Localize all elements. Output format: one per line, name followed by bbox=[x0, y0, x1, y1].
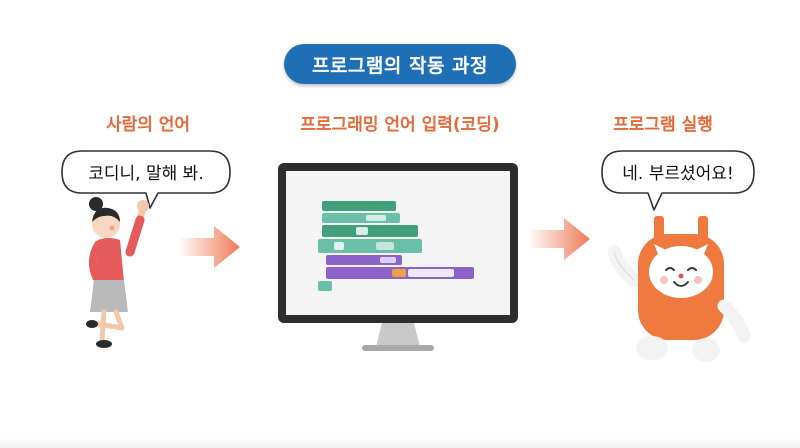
human-speech-bubble: 코디니, 말해 봐. bbox=[58, 148, 234, 212]
right-arrow-icon bbox=[528, 218, 590, 260]
diagram-title: 프로그램의 작동 과정 bbox=[311, 54, 489, 77]
monitor-icon bbox=[278, 163, 518, 351]
human-speech-text: 코디니, 말해 봐. bbox=[88, 163, 204, 184]
title-pill: 프로그램의 작동 과정 bbox=[284, 44, 516, 84]
label-programming-language: 프로그래밍 언어 입력(코딩) bbox=[300, 115, 500, 135]
bottom-band bbox=[0, 438, 800, 448]
robot-speech-text: 네. 부르셨어요! bbox=[622, 163, 734, 184]
robot-speech-bubble: 네. 부르셨어요! bbox=[598, 148, 758, 214]
label-human-language: 사람의 언어 bbox=[105, 115, 191, 135]
person-icon bbox=[86, 197, 149, 348]
right-arrow-icon bbox=[178, 226, 240, 268]
code-blocks bbox=[318, 201, 474, 291]
robot-mascot-icon bbox=[608, 216, 751, 362]
label-program-run: 프로그램 실행 bbox=[613, 115, 713, 135]
